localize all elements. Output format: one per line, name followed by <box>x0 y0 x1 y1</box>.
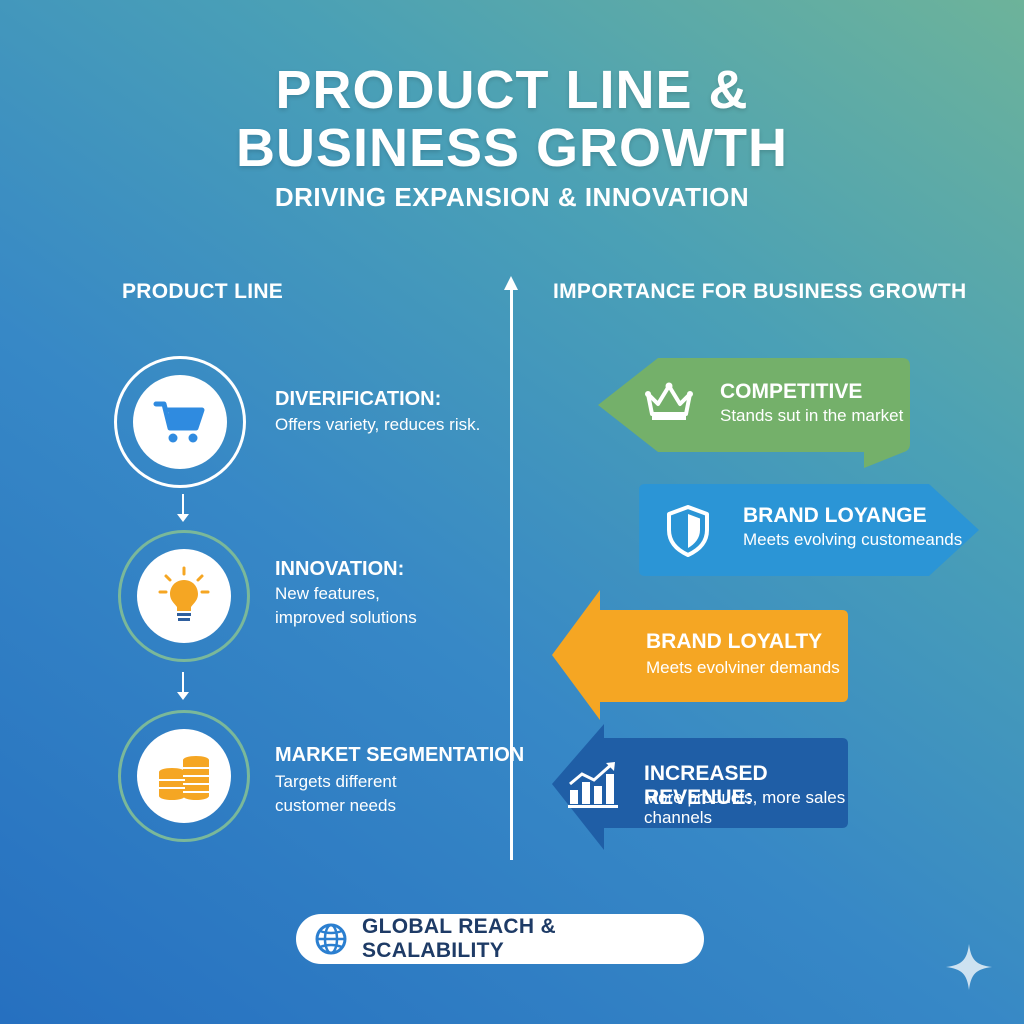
divider-arrow-up-icon <box>504 276 518 290</box>
diversification-ring <box>114 356 246 488</box>
flow-arrow-down-icon <box>177 672 189 700</box>
global-reach-pill: GLOBAL REACH & SCALABILITY <box>296 914 704 964</box>
left-column-heading: PRODUCT LINE <box>122 280 284 303</box>
globe-icon <box>315 923 347 955</box>
flow-arrow-down-icon <box>177 494 189 522</box>
card-increased-revenue-desc: More products, more sales channels <box>644 788 846 827</box>
segmentation-ring <box>118 710 250 842</box>
item-desc-segmentation-line1: Targets different <box>275 772 397 791</box>
diversification-disc <box>133 375 227 469</box>
item-desc-innovation-line2: improved solutions <box>275 608 417 627</box>
card-competitive-title: COMPETITIVE <box>720 380 863 403</box>
card-competitive: COMPETITIVE Stands sut in the market <box>596 356 912 468</box>
card-brand-loyange-shape <box>639 484 979 576</box>
center-divider <box>510 288 513 860</box>
card-brand-loyange: BRAND LOYANGE Meets evolving customeands <box>637 482 981 578</box>
item-title-diversification: DIVERIFICATION: <box>275 388 442 410</box>
card-competitive-desc: Stands sut in the market <box>720 406 904 425</box>
innovation-ring <box>118 530 250 662</box>
subtitle: DRIVING EXPANSION & INNOVATION <box>274 182 750 212</box>
item-desc-innovation-line1: New features, <box>275 584 380 603</box>
card-brand-loyalty-shape <box>552 590 848 720</box>
item-title-market-segmentation: MARKET SEGMENTATION <box>275 744 525 766</box>
item-desc-diversification: Offers variety, reduces risk. <box>275 415 481 434</box>
global-reach-text: GLOBAL REACH & SCALABILITY <box>361 915 556 962</box>
bar-chart-growth-icon <box>568 762 618 808</box>
segmentation-disc <box>137 729 231 823</box>
card-increased-revenue-shape <box>552 724 848 850</box>
crown-icon <box>645 382 693 420</box>
title-line-2: BUSINESS GROWTH <box>235 118 789 178</box>
sparkle-icon <box>946 944 992 990</box>
card-brand-loyange-desc: Meets evolving customeands <box>743 530 963 549</box>
shopping-cart-icon <box>153 401 205 443</box>
card-competitive-shape <box>598 358 910 468</box>
item-title-innovation: INNOVATION: <box>275 558 405 580</box>
shield-icon <box>667 505 709 557</box>
card-brand-loyalty: BRAND LOYALTY Meets evolviner demands <box>550 588 850 722</box>
item-desc-segmentation-line2: customer needs <box>275 796 396 815</box>
right-column-heading: IMPORTANCE FOR BUSINESS GROWTH <box>553 280 967 303</box>
innovation-disc <box>137 549 231 643</box>
card-brand-loyalty-title: BRAND LOYALTY <box>646 630 823 653</box>
card-brand-loyalty-desc: Meets evolviner demands <box>646 658 840 677</box>
title-line-1: PRODUCT LINE & <box>275 60 749 120</box>
card-brand-loyange-title: BRAND LOYANGE <box>743 504 927 527</box>
card-increased-revenue-title: INCREASED REVENUE: <box>644 762 768 809</box>
lightbulb-icon <box>158 566 210 621</box>
card-increased-revenue: INCREASED REVENUE: More products, more s… <box>550 722 850 852</box>
coins-icon <box>159 756 209 800</box>
